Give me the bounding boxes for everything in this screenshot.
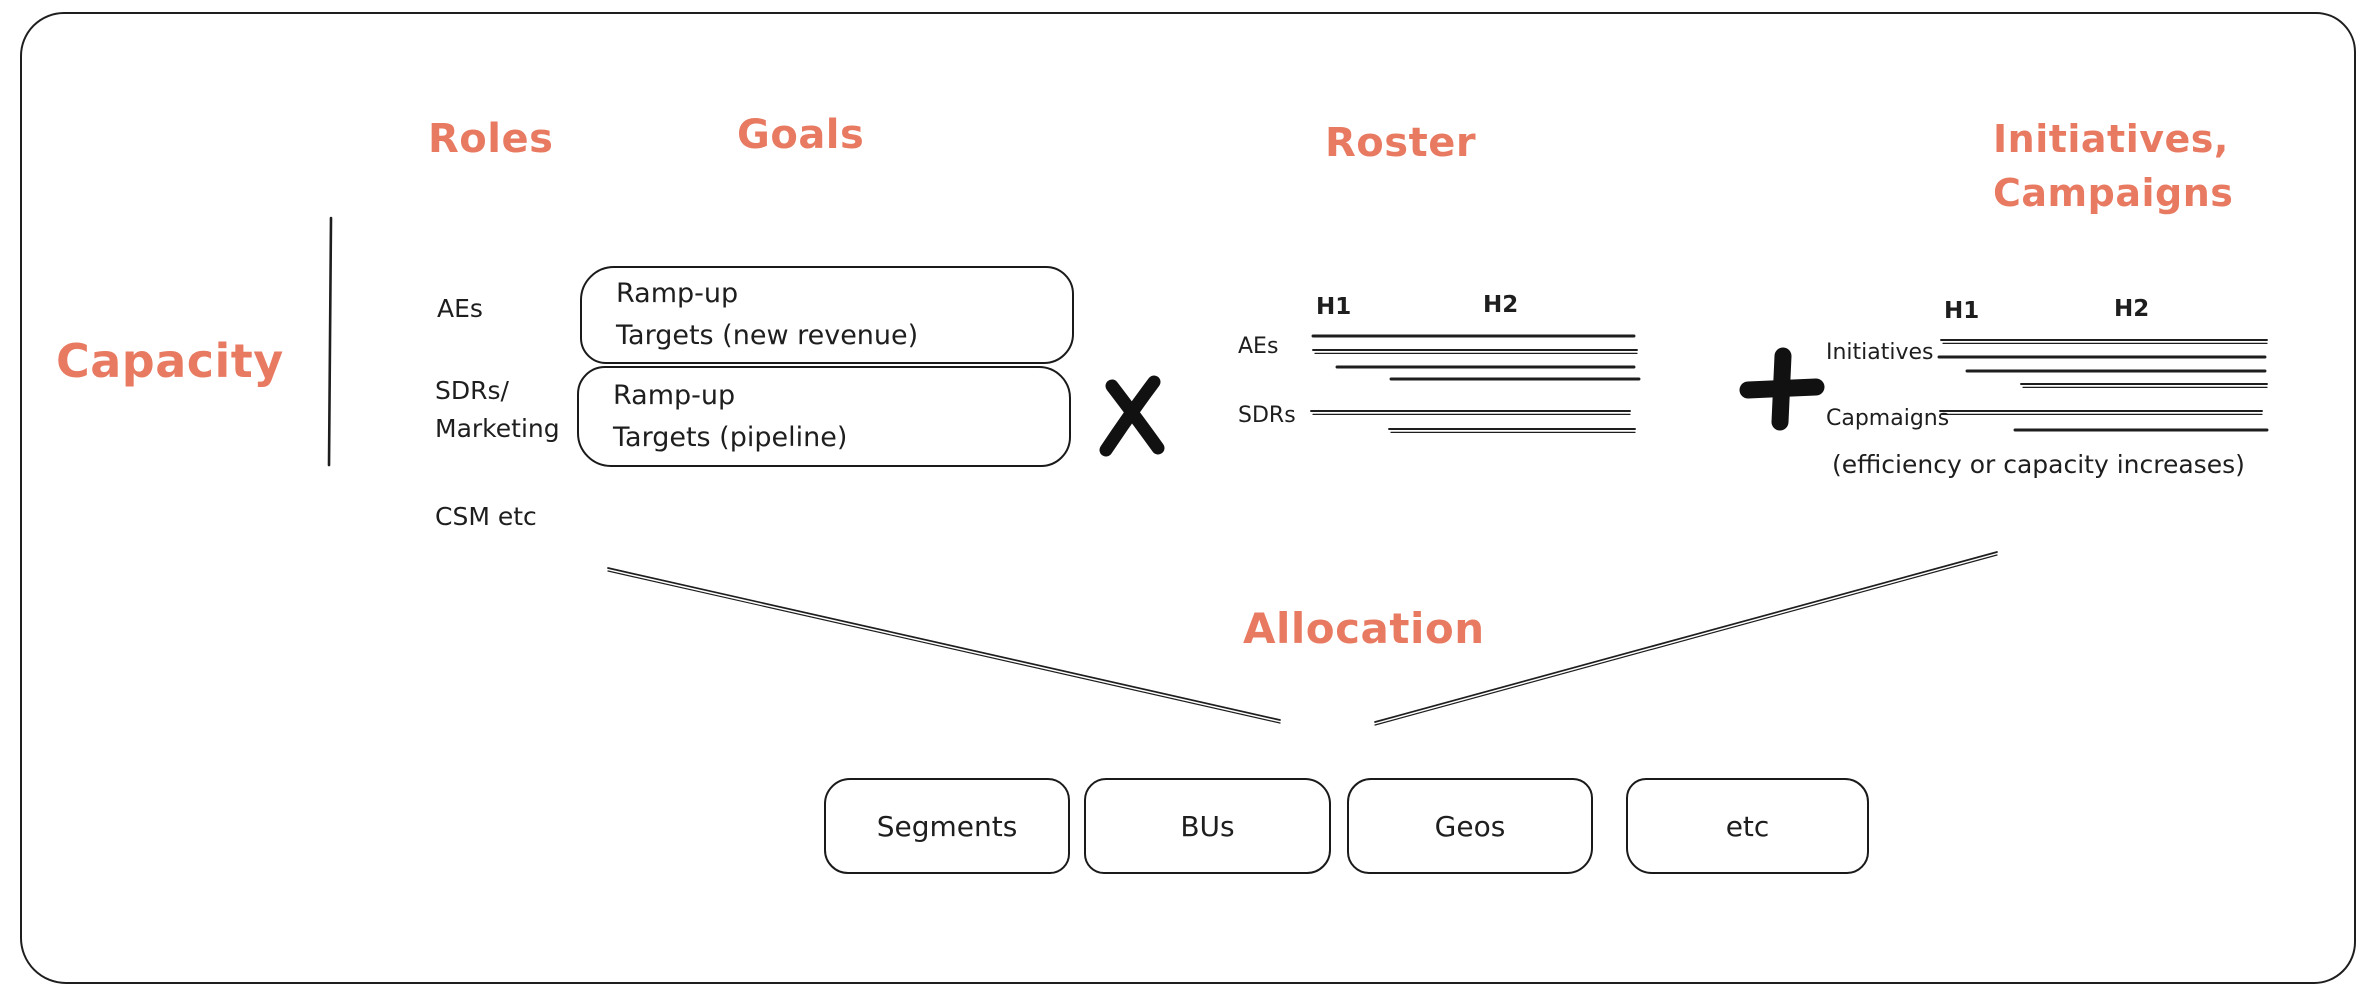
role-item-sdrs-marketing: SDRs/ Marketing bbox=[435, 372, 595, 448]
roster-row-label-aes: AEs bbox=[1238, 334, 1279, 359]
goal-box-new-revenue: Ramp-up Targets (new revenue) bbox=[580, 266, 1074, 364]
role-item-sdrs-line2: Marketing bbox=[435, 414, 560, 443]
roles-heading: Roles bbox=[428, 116, 554, 162]
role-item-sdrs-line1: SDRs/ bbox=[435, 376, 509, 405]
allocation-bucket-etc: etc bbox=[1626, 778, 1869, 874]
allocation-heading: Allocation bbox=[1243, 604, 1485, 653]
goal-box-line2: Targets (new revenue) bbox=[616, 320, 919, 351]
goals-heading: Goals bbox=[737, 112, 865, 158]
roster-col-h1: H1 bbox=[1316, 294, 1352, 320]
diagram-outer-frame bbox=[20, 12, 2356, 984]
capacity-heading: Capacity bbox=[56, 334, 284, 388]
allocation-bucket-bus: BUs bbox=[1084, 778, 1331, 874]
initiatives-heading-line2: Campaigns bbox=[1993, 171, 2234, 215]
efficiency-note: (efficiency or capacity increases) bbox=[1832, 450, 2245, 479]
initiatives-col-h2: H2 bbox=[2114, 296, 2150, 322]
allocation-bucket-geos: Geos bbox=[1347, 778, 1593, 874]
initiatives-col-h1: H1 bbox=[1944, 298, 1980, 324]
initiatives-campaigns-heading: Initiatives, Campaigns bbox=[1993, 112, 2313, 220]
allocation-bucket-segments: Segments bbox=[824, 778, 1070, 874]
role-item-aes: AEs bbox=[437, 294, 483, 323]
goal-box-pipeline: Ramp-up Targets (pipeline) bbox=[577, 366, 1071, 467]
goal-box-line1: Ramp-up bbox=[616, 278, 739, 309]
initiatives-row-label: Initiatives bbox=[1826, 340, 1934, 365]
roster-col-h2: H2 bbox=[1483, 292, 1519, 318]
campaigns-row-label: Capmaigns bbox=[1826, 406, 1950, 431]
goal-box-line2: Targets (pipeline) bbox=[613, 421, 848, 453]
goal-box-line1: Ramp-up bbox=[613, 379, 736, 411]
role-item-csm: CSM etc bbox=[435, 502, 537, 531]
roster-heading: Roster bbox=[1325, 120, 1477, 166]
initiatives-heading-line1: Initiatives, bbox=[1993, 117, 2229, 161]
roster-row-label-sdrs: SDRs bbox=[1238, 403, 1296, 428]
